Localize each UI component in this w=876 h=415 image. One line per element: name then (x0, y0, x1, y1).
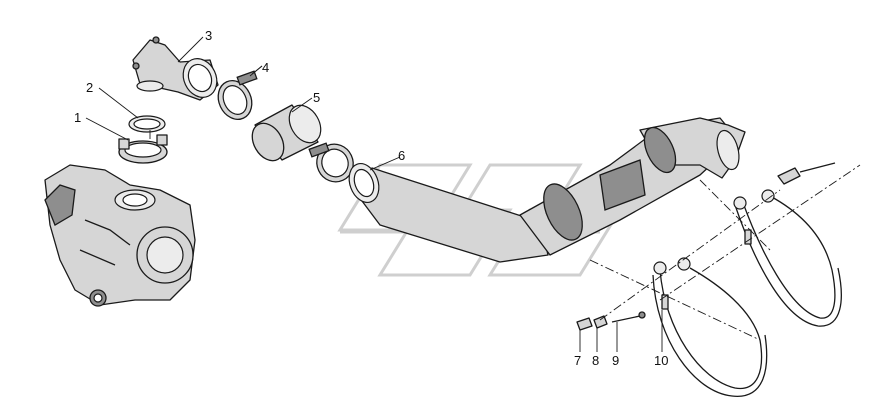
callout-8: 8 (592, 353, 599, 368)
callout-labels: 1 2 3 4 5 6 7 8 9 10 (74, 28, 668, 368)
assembly-lines (149, 130, 861, 341)
callout-6: 6 (398, 148, 405, 163)
callout-leaders (85, 36, 663, 352)
strap-bracket-lower (652, 257, 768, 397)
part-2-gasket (128, 115, 166, 133)
part-3-elbow (132, 36, 219, 101)
callout-4: 4 (262, 60, 269, 75)
part-1-flange-clamp (118, 134, 168, 164)
strap-bracket-upper (733, 162, 842, 327)
part-4-hose-clamp-upper (217, 65, 263, 120)
turbocharger (44, 164, 196, 307)
part-6-intake-pipe (348, 117, 746, 263)
callout-2: 2 (86, 80, 93, 95)
part-5-sleeve (251, 104, 322, 162)
callout-9: 9 (612, 353, 619, 368)
callout-3: 3 (205, 28, 212, 43)
part-hose-clamp-lower (308, 142, 354, 183)
callout-1: 1 (74, 110, 81, 125)
callout-5: 5 (313, 90, 320, 105)
callout-7: 7 (574, 353, 581, 368)
hardware-7-8-9 (576, 311, 646, 331)
callout-10: 10 (654, 353, 668, 368)
